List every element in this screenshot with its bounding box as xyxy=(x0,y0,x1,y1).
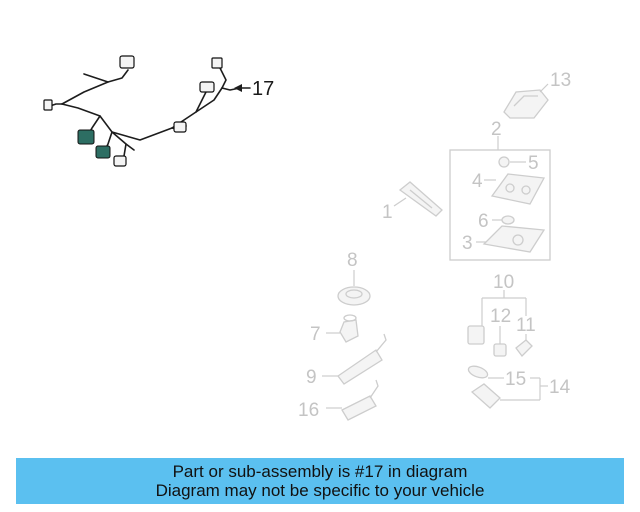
part-11-bulb[interactable] xyxy=(515,334,533,357)
callout-4[interactable]: 4 xyxy=(472,171,483,192)
banner-line-1: Part or sub-assembly is #17 in diagram xyxy=(172,462,468,481)
callout-7[interactable]: 7 xyxy=(310,324,321,345)
part-12-connector[interactable] xyxy=(467,325,507,357)
callout-2[interactable]: 2 xyxy=(491,119,502,140)
callout-9[interactable]: 9 xyxy=(306,367,317,388)
part-5-clip[interactable] xyxy=(498,156,526,168)
part-8-lamp-ring[interactable] xyxy=(337,270,371,306)
callout-5[interactable]: 5 xyxy=(528,153,539,174)
part-7-socket[interactable] xyxy=(326,314,359,343)
callout-11[interactable]: 11 xyxy=(516,315,536,336)
callout-16[interactable]: 16 xyxy=(298,400,319,421)
part-14-housing[interactable] xyxy=(470,377,548,409)
part-2-group-box[interactable] xyxy=(449,136,551,261)
part-4-bracket[interactable] xyxy=(484,173,546,205)
callout-14[interactable]: 14 xyxy=(549,377,571,398)
part-3-housing[interactable] xyxy=(476,225,546,253)
parts-diagram: 17 13 2 5 4 6 3 1 xyxy=(43,55,571,421)
callout-8[interactable]: 8 xyxy=(347,250,358,271)
part-9-lamp-assembly[interactable] xyxy=(322,333,387,385)
info-banner: Part or sub-assembly is #17 in diagram D… xyxy=(16,458,624,504)
callout-17[interactable]: 17 xyxy=(252,78,274,100)
part-1-lens[interactable] xyxy=(393,181,443,217)
callout-3[interactable]: 3 xyxy=(462,233,473,254)
part-10-group-leaders[interactable] xyxy=(481,290,527,326)
banner-line-2: Diagram may not be specific to your vehi… xyxy=(155,481,485,500)
wiring-harness-part-17[interactable] xyxy=(43,55,251,167)
callout-1[interactable]: 1 xyxy=(382,202,393,223)
part-15-lens[interactable] xyxy=(467,364,504,380)
part-13-lamp[interactable] xyxy=(503,83,549,119)
callout-6[interactable]: 6 xyxy=(478,211,489,232)
callout-13[interactable]: 13 xyxy=(550,70,571,91)
callout-15[interactable]: 15 xyxy=(505,369,526,390)
callout-10[interactable]: 10 xyxy=(493,272,514,293)
part-6-bulb[interactable] xyxy=(492,215,515,225)
callout-12[interactable]: 12 xyxy=(490,306,511,327)
part-16-lamp[interactable] xyxy=(326,379,379,421)
